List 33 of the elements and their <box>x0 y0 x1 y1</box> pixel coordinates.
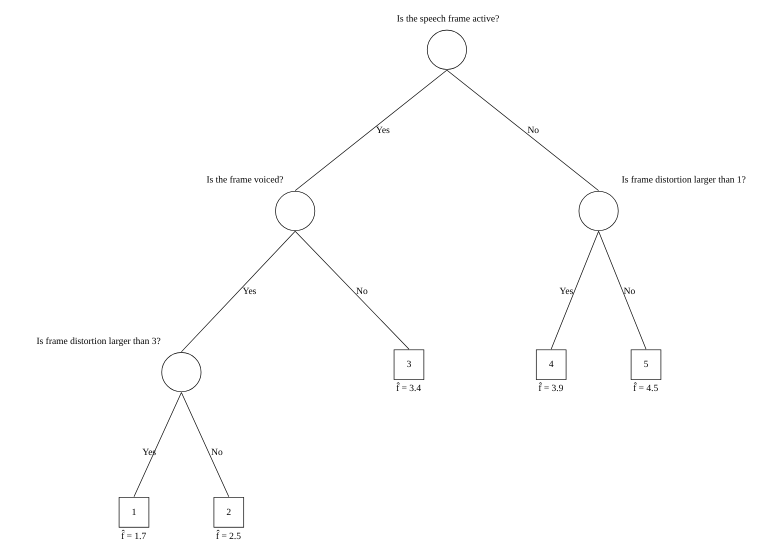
node-circle <box>426 30 466 70</box>
connector <box>446 70 598 191</box>
connector <box>550 230 598 350</box>
node-box: 5 <box>630 349 661 380</box>
edge-label: No <box>356 287 368 298</box>
node-circle <box>160 352 201 392</box>
node-label: f̂ = 3.4 <box>396 384 421 394</box>
connector <box>180 230 296 352</box>
edge-label: No <box>210 448 222 458</box>
connector <box>294 70 447 191</box>
node-label: Is frame distortion larger than 1? <box>621 176 746 186</box>
connector <box>294 230 409 350</box>
edge-label: Yes <box>559 287 573 298</box>
edge-label: Yes <box>376 126 390 136</box>
node-box: 4 <box>535 349 566 380</box>
node-circle <box>274 190 315 231</box>
node-label: f̂ = 3.9 <box>538 384 563 394</box>
node-label: f̂ = 2.5 <box>215 532 241 542</box>
node-label: Is frame distortion larger than 3? <box>36 336 160 347</box>
connector <box>598 230 646 350</box>
node-label: f̂ = 4.5 <box>632 384 658 394</box>
node-box: 1 <box>118 497 149 528</box>
connector <box>180 392 229 498</box>
node-label: Is the frame voiced? <box>206 176 283 186</box>
connector <box>133 392 182 498</box>
edge-label: Yes <box>242 287 256 298</box>
node-box: 2 <box>213 497 244 528</box>
node-label: f̂ = 1.7 <box>120 532 146 542</box>
node-box: 3 <box>393 349 424 380</box>
edge-label: No <box>526 126 539 136</box>
node-label: Is the speech frame active? <box>396 14 499 24</box>
edge-label: No <box>623 287 635 298</box>
node-circle <box>578 190 618 231</box>
